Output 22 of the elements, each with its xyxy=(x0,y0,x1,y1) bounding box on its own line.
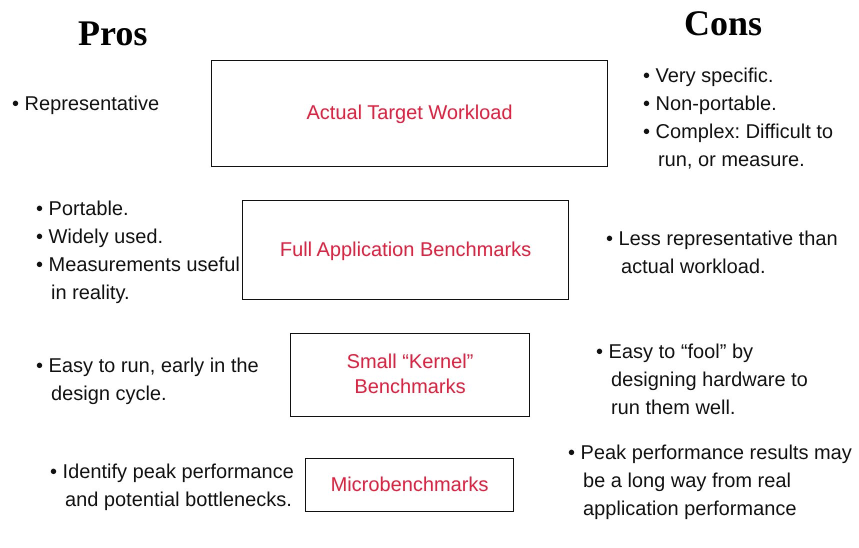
bullet-item: • Easy to run, early in the design cycle. xyxy=(36,354,260,407)
box-label: Actual Target Workload xyxy=(306,101,513,126)
column-heading: Pros xyxy=(78,12,148,54)
bullet-item: • Widely used. xyxy=(36,225,164,250)
box-label: Small “Kernel” Benchmarks xyxy=(346,350,474,400)
process-box xyxy=(305,458,514,512)
bullet-item: • Peak performance results may be a long way from real application performance xyxy=(568,441,853,522)
bullet-item: • Identify peak performance and potential bottlenecks. xyxy=(50,460,295,513)
column-heading: Cons xyxy=(684,2,764,44)
bullet-item: • Portable. xyxy=(36,197,130,222)
process-box xyxy=(242,200,569,300)
box-label: Full Application Benchmarks xyxy=(280,238,532,262)
bullet-item: • Easy to “fool” by designing hardware to run them well. xyxy=(596,340,809,421)
bullet-item: • Complex: Difficult to run, or measure. xyxy=(643,120,834,173)
process-box xyxy=(290,333,530,417)
bullet-item: • Less representative than actual workload. xyxy=(606,227,839,280)
bullet-item: • Measurements useful in reality. xyxy=(36,253,241,306)
bullet-item: • Very specific. xyxy=(643,64,774,89)
box-label: Microbenchmarks xyxy=(330,472,488,498)
bullet-item: • Non-portable. xyxy=(643,92,778,117)
bullet-item: • Representative xyxy=(12,92,160,117)
process-box xyxy=(211,60,608,167)
